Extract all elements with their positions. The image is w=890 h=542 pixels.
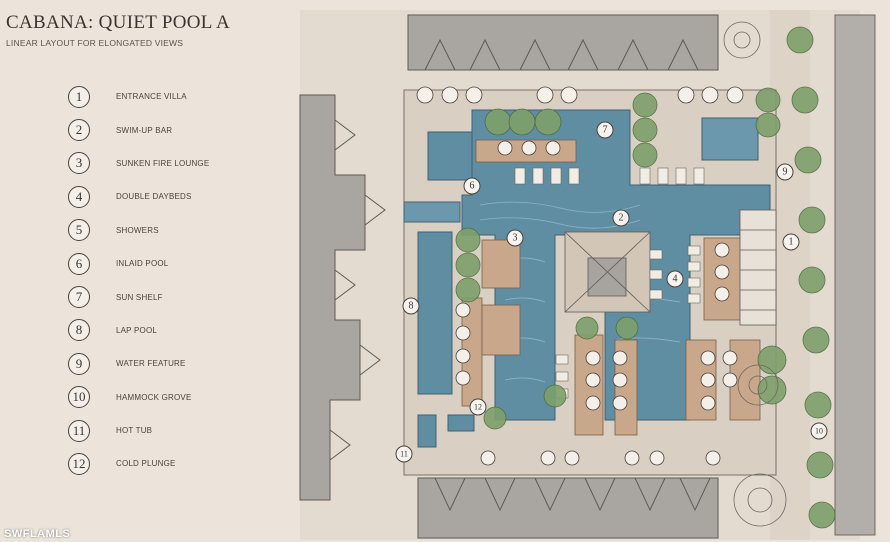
hot-tub (417, 414, 437, 448)
legend-item: 11 HOT TUB (68, 414, 278, 447)
umbrellas (416, 86, 744, 466)
legend-number: 12 (68, 452, 90, 475)
callout-2: 2 (612, 209, 630, 227)
legend-label: SHOWERS (116, 225, 159, 235)
legend-item: 1 ENTRANCE VILLA (68, 80, 278, 113)
legend-item: 9 WATER FEATURE (68, 347, 278, 380)
callout-3: 3 (506, 229, 524, 247)
entrance-villa (739, 209, 777, 326)
legend-label: ENTRANCE VILLA (116, 92, 187, 102)
legend-number: 9 (68, 352, 90, 375)
page-subtitle: LINEAR LAYOUT FOR ELONGATED VIEWS (6, 38, 184, 48)
svg-text:12: 12 (474, 403, 482, 412)
top-right-pool (701, 117, 759, 161)
legend-number: 8 (68, 319, 90, 342)
svg-text:6: 6 (470, 181, 475, 192)
legend-number: 10 (68, 386, 90, 409)
legend-item: 10 HAMMOCK GROVE (68, 381, 278, 414)
legend-number: 1 (68, 85, 90, 108)
legend-label: DOUBLE DAYBEDS (116, 192, 192, 202)
far-right-building (834, 14, 876, 536)
wood-decks (461, 139, 761, 436)
svg-text:7: 7 (603, 125, 608, 136)
callout-6: 6 (463, 177, 481, 195)
legend-label: HOT TUB (116, 426, 153, 436)
watermark: SWFLAMLS (4, 528, 71, 540)
legend-number: 4 (68, 185, 90, 208)
legend-label: SUNKEN FIRE LOUNGE (116, 158, 210, 168)
callout-1: 1 (782, 233, 800, 251)
legend-item: 7 SUN SHELF (68, 280, 278, 313)
water-feature-basin (403, 201, 461, 223)
plazas (723, 21, 787, 527)
legend-item: 6 INLAID POOL (68, 247, 278, 280)
page-title: CABANA: QUIET POOL A (6, 12, 230, 33)
callout-9: 9 (776, 163, 794, 181)
legend-number: 6 (68, 252, 90, 275)
callout-12: 12 (469, 398, 487, 416)
legend-label: COLD PLUNGE (116, 459, 176, 469)
top-buildings (407, 14, 719, 71)
callout-10: 10 (810, 422, 828, 440)
legend-label: WATER FEATURE (116, 359, 186, 369)
legend-label: INLAID POOL (116, 259, 169, 269)
svg-text:1: 1 (789, 237, 794, 248)
bottom-buildings (417, 477, 719, 539)
legend-item: 4 DOUBLE DAYBEDS (68, 180, 278, 213)
legend-item: 8 LAP POOL (68, 314, 278, 347)
svg-text:11: 11 (400, 450, 408, 459)
svg-text:2: 2 (619, 213, 624, 224)
legend-number: 3 (68, 152, 90, 175)
svg-text:8: 8 (409, 301, 414, 312)
legend-number: 2 (68, 119, 90, 142)
swim-up-bar (564, 231, 651, 313)
legend-label: LAP POOL (116, 325, 158, 335)
left-building (299, 94, 386, 501)
callout-7: 7 (596, 121, 614, 139)
trees (455, 26, 836, 529)
legend-label: SWIM-UP BAR (116, 125, 173, 135)
legend-label: SUN SHELF (116, 292, 163, 302)
legend-number: 7 (68, 286, 90, 309)
svg-text:9: 9 (783, 167, 788, 178)
inlaid-pool (427, 131, 473, 181)
legend-item: 2 SWIM-UP BAR (68, 113, 278, 146)
legend-number: 5 (68, 219, 90, 242)
callout-4: 4 (666, 270, 684, 288)
callout-8: 8 (402, 297, 420, 315)
svg-text:4: 4 (673, 274, 678, 285)
svg-text:3: 3 (513, 233, 518, 244)
legend-item: 3 SUNKEN FIRE LOUNGE (68, 147, 278, 180)
legend: 1 ENTRANCE VILLA 2 SWIM-UP BAR 3 SUNKEN FIR… (68, 80, 278, 481)
legend-label: HAMMOCK GROVE (116, 392, 192, 402)
legend-number: 11 (68, 419, 90, 442)
svg-text:10: 10 (815, 427, 823, 436)
legend-item: 12 COLD PLUNGE (68, 447, 278, 480)
lap-pool (417, 231, 453, 395)
legend-item: 5 SHOWERS (68, 214, 278, 247)
callout-11: 11 (395, 445, 413, 463)
plan-callouts: 1 2 3 4 6 7 8 9 10 11 12 (395, 121, 828, 463)
cold-plunge (447, 414, 475, 432)
